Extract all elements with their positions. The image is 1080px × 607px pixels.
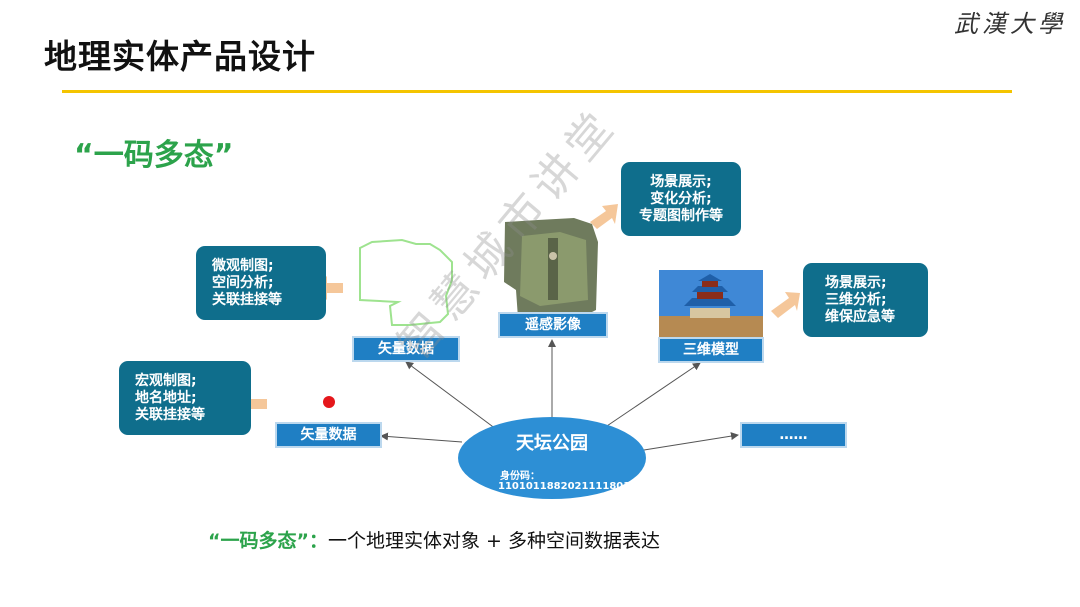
usage-line: 宏观制图; bbox=[135, 372, 197, 389]
center-entity: 天坛公园 身份码： 110101188202111180105 bbox=[458, 417, 646, 499]
arrow-to-model bbox=[771, 292, 800, 318]
usage-box-micro: 微观制图; 空间分析; 关联挂接等 bbox=[196, 246, 326, 320]
node-more: …… bbox=[740, 422, 847, 448]
usage-box-model3d: 场景展示; 三维分析; 维保应急等 bbox=[803, 263, 928, 337]
usage-line: 专题图制作等 bbox=[639, 207, 723, 224]
usage-line: 维保应急等 bbox=[825, 308, 895, 325]
usage-line: 微观制图; bbox=[212, 257, 274, 274]
node-vector-top: 矢量数据 bbox=[352, 336, 460, 362]
node-remote-sensing: 遥感影像 bbox=[498, 312, 608, 338]
entity-name: 天坛公园 bbox=[516, 433, 588, 454]
footer-caption: “一码多态”：一个地理实体对象 + 多种空间数据表达 bbox=[208, 526, 660, 553]
page-title: 地理实体产品设计 bbox=[44, 37, 316, 76]
footer-quote: “一码多态”： bbox=[208, 530, 328, 552]
arrow-to-remote bbox=[590, 204, 618, 229]
usage-line: 地名地址; bbox=[135, 389, 197, 406]
remote-image-icon bbox=[504, 218, 598, 318]
vector-outline-shape bbox=[359, 238, 453, 326]
pointer-dot bbox=[323, 396, 335, 408]
usage-line: 场景展示; bbox=[650, 173, 712, 190]
node-vector-left: 矢量数据 bbox=[275, 422, 382, 448]
usage-line: 变化分析; bbox=[650, 190, 712, 207]
usage-line: 三维分析; bbox=[825, 291, 887, 308]
title-divider bbox=[62, 90, 1012, 93]
usage-line: 空间分析; bbox=[212, 274, 274, 291]
node-3d-model: 三维模型 bbox=[658, 337, 764, 363]
section-subtitle: “一码多态” bbox=[74, 138, 234, 173]
usage-line: 关联挂接等 bbox=[212, 291, 282, 308]
university-logo: 武漢大學 bbox=[954, 10, 1066, 38]
entity-id-code: 110101188202111180105 bbox=[498, 481, 645, 492]
usage-line: 场景展示; bbox=[825, 274, 887, 291]
temple-model-image bbox=[659, 270, 763, 337]
footer-text: 一个地理实体对象 + 多种空间数据表达 bbox=[327, 530, 660, 552]
usage-box-remote: 场景展示; 变化分析; 专题图制作等 bbox=[621, 162, 741, 236]
entity-id-label: 身份码： bbox=[500, 471, 540, 482]
usage-line: 关联挂接等 bbox=[135, 406, 205, 423]
usage-box-macro: 宏观制图; 地名地址; 关联挂接等 bbox=[119, 361, 251, 435]
